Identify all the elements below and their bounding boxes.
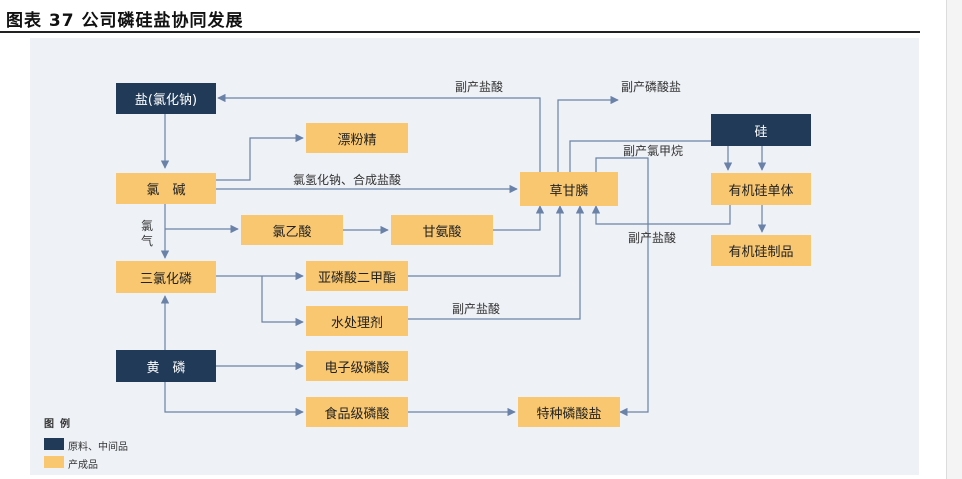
- edge-chloralkali-to-bleach: [215, 133, 304, 181]
- node-chlor-alkali: 氯 碱: [116, 173, 216, 204]
- label-chlorine: 氯气: [140, 219, 153, 248]
- figure-title: 图表 37 公司磷硅盐协同发展: [6, 11, 244, 31]
- legend-swatch-product: [44, 456, 64, 468]
- edge-pcl3-to-water: [261, 276, 304, 327]
- label-byproduct-hcl-mid: 副产盐酸: [452, 302, 501, 316]
- node-glycine: 甘氨酸: [391, 215, 493, 245]
- label-byproduct-hcl-top: 副产盐酸: [455, 80, 504, 94]
- page-scrollbar[interactable]: [946, 0, 962, 479]
- node-water-treatment-agent: 水处理剂: [306, 306, 408, 336]
- edge-glyphosate-to-monomer: [569, 140, 733, 172]
- node-yellow-phosphorus: 黄 磷: [116, 350, 216, 382]
- legend-label-raw: 原料、中间品: [68, 442, 128, 453]
- node-salt: 盐(氯化钠): [116, 83, 216, 114]
- legend-label-product: 产成品: [68, 460, 98, 471]
- node-bleach: 漂粉精: [306, 123, 408, 153]
- edge-glyphosate-to-salt: [217, 93, 541, 172]
- node-organosilicon-products: 有机硅制品: [711, 235, 811, 266]
- legend-swatch-raw: [44, 438, 64, 450]
- label-nacl-hcl: 氯氢化钠、合成盐酸: [293, 173, 402, 187]
- edge-glycine-to-glyphosate: [492, 205, 545, 231]
- node-electronic-phosphoric-acid: 电子级磷酸: [306, 351, 408, 381]
- node-dimethyl-phosphite: 亚磷酸二甲酯: [306, 261, 408, 291]
- edge-to-special-phosphate: [595, 157, 649, 417]
- node-silicon: 硅: [711, 114, 811, 146]
- node-glyphosate: 草甘膦: [520, 172, 618, 206]
- edge-glyphosate-byproduct-phosphate: [557, 95, 619, 172]
- legend-title: 图例: [44, 419, 76, 430]
- edge-dmp-to-glyphosate: [408, 205, 565, 277]
- label-byproduct-phosphate: 副产磷酸盐: [621, 80, 682, 94]
- node-chloroacetic-acid: 氯乙酸: [241, 215, 343, 245]
- label-byproduct-methyl-chloride: 副产氯甲烷: [623, 144, 684, 158]
- title-rule: [0, 31, 920, 33]
- edge-water-to-glyphosate: [408, 205, 585, 320]
- node-food-phosphoric-acid: 食品级磷酸: [306, 397, 408, 427]
- edge-yellowp-to-food: [164, 382, 304, 417]
- node-special-phosphate: 特种磷酸盐: [518, 397, 620, 427]
- node-pcl3: 三氯化磷: [116, 261, 216, 293]
- label-byproduct-hcl-right: 副产盐酸: [628, 231, 677, 245]
- node-organosilicon-monomer: 有机硅单体: [711, 173, 811, 205]
